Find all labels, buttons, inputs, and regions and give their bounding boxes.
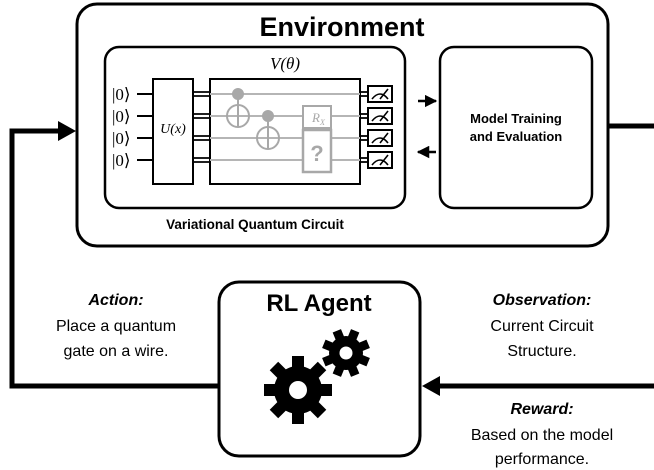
- input-wires: [137, 93, 153, 161]
- encoding-output-wires: [193, 91, 210, 163]
- encoding-gate-label: U(x): [160, 122, 186, 137]
- measurement-meter-icon: [367, 129, 393, 147]
- model-box-line1: Model Training: [470, 111, 562, 126]
- rx-gate-subscript: X: [319, 118, 326, 127]
- measurement-meter-icon: [367, 151, 393, 169]
- gears-icon: [264, 329, 370, 424]
- measurement-wires: [360, 91, 368, 163]
- reward-label: Reward: Based on the model performance.: [471, 401, 613, 468]
- observation-line1: Current Circuit: [490, 318, 594, 335]
- vqc-model-arrows: [416, 94, 438, 159]
- rx-gate: R X: [302, 105, 332, 129]
- action-loop: [9, 121, 219, 389]
- rx-gate-label: R: [311, 110, 320, 125]
- action-label: Action: Place a quantum gate on a wire.: [56, 292, 176, 360]
- observation-label: Observation: Current Circuit Structure.: [490, 292, 594, 360]
- observation-heading: Observation:: [493, 292, 592, 309]
- model-box: Model Training and Evaluation: [438, 45, 594, 210]
- unknown-gate: ?: [301, 128, 333, 174]
- cnot-gate-2: [256, 110, 280, 150]
- measurement-meter-icon: [367, 85, 393, 103]
- action-heading: Action:: [87, 292, 143, 309]
- measurement-meter-icon: [367, 107, 393, 125]
- action-line2: gate on a wire.: [64, 343, 169, 360]
- qubit-label-3: |0⟩: [112, 129, 131, 148]
- vqc-caption: Variational Quantum Circuit: [166, 217, 344, 232]
- model-box-line2: and Evaluation: [470, 129, 563, 144]
- reward-line2: performance.: [495, 451, 589, 468]
- action-line1: Place a quantum: [56, 318, 176, 335]
- rl-agent-title: RL Agent: [266, 290, 371, 317]
- measurement-meters: [367, 85, 393, 169]
- qubit-labels: |0⟩ |0⟩ |0⟩ |0⟩: [112, 85, 131, 170]
- observation-line2: Structure.: [507, 343, 576, 360]
- ansatz-label: V(θ): [270, 54, 300, 73]
- reward-arrow: [422, 376, 654, 396]
- unknown-gate-label: ?: [310, 141, 323, 166]
- encoding-gate: U(x): [152, 78, 194, 185]
- environment-title: Environment: [259, 12, 424, 42]
- cnot-gate-1: [226, 88, 250, 128]
- reward-line1: Based on the model: [471, 427, 613, 444]
- reward-heading: Reward:: [510, 401, 573, 418]
- qubit-label-2: |0⟩: [112, 107, 131, 126]
- qubit-label-1: |0⟩: [112, 85, 131, 104]
- qubit-label-4: |0⟩: [112, 151, 131, 170]
